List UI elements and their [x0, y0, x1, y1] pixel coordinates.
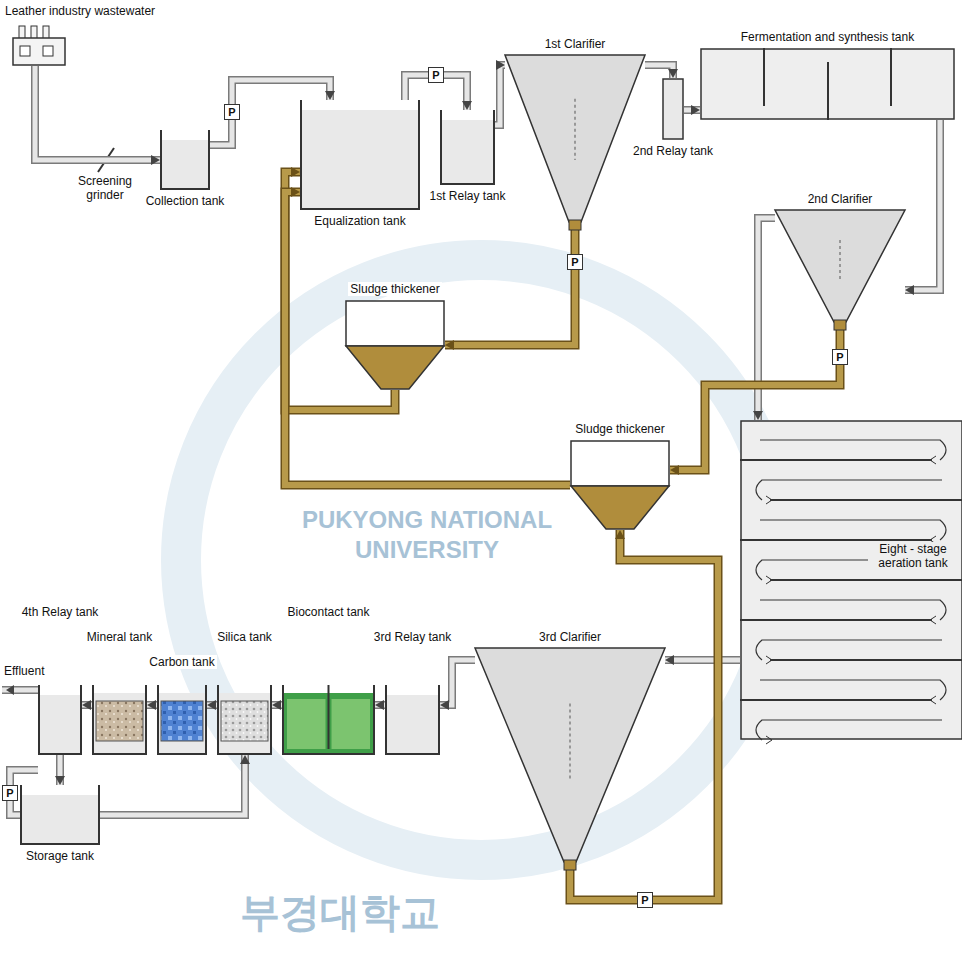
- tank-label: 3rd Clarifier: [537, 630, 603, 644]
- tank-label: Eight - stage aeration tank: [868, 542, 958, 570]
- tank-outline: [345, 300, 445, 390]
- water-pipe: [684, 105, 700, 115]
- pump-symbol: P: [428, 67, 444, 83]
- tank-unit: Collection tank: [160, 130, 210, 190]
- tank-unit: 3rd Relay tank: [385, 685, 440, 755]
- tank-outline: [662, 78, 684, 140]
- tank-label: Sludge thickener: [348, 282, 441, 296]
- tank-label: 1st Clarifier: [543, 37, 608, 51]
- water-pipe: [753, 218, 775, 420]
- tank-outline: [440, 110, 495, 185]
- water-pipe: [665, 655, 740, 665]
- pump-symbol: P: [832, 349, 848, 365]
- tank-unit: Equalization tank: [300, 100, 420, 210]
- tank-outline: [20, 785, 100, 845]
- tank-unit: 1st Clarifier: [505, 55, 645, 230]
- outlet-label: Effluent: [4, 664, 44, 678]
- tank-label: Mineral tank: [85, 630, 154, 644]
- tank-label: 2nd Clarifier: [806, 192, 875, 206]
- tank-unit: 2nd Relay tank: [662, 78, 684, 140]
- tank-label: Sludge thickener: [573, 422, 666, 436]
- tank-unit: 2nd Clarifier: [775, 210, 905, 330]
- tank-outline: [217, 685, 272, 755]
- tank-unit: Storage tank: [20, 785, 100, 845]
- tank-label: 4th Relay tank: [20, 605, 101, 619]
- watermark-text: 부경대학교: [220, 885, 460, 940]
- pump-symbol: P: [637, 892, 653, 908]
- water-pipe: [82, 700, 92, 710]
- water-pipe: [905, 120, 940, 295]
- water-pipe: [207, 700, 217, 710]
- tank-outline: [38, 685, 82, 755]
- tank-unit: 4th Relay tank: [38, 685, 82, 755]
- tank-unit: Biocontact tank: [282, 685, 375, 755]
- sludge-pipe: [285, 187, 570, 485]
- tank-unit: Silica tank: [217, 685, 272, 755]
- tank-outline: [157, 685, 207, 755]
- pump-symbol: P: [224, 104, 240, 120]
- tank-outline: [700, 48, 955, 120]
- water-pipe: [375, 700, 385, 710]
- tank-unit: 1st Relay tank: [440, 110, 495, 185]
- effluent-pipe: [2, 685, 38, 695]
- watermark-text: PUKYONG NATIONAL UNIVERSITY: [292, 505, 562, 565]
- water-pipe: [272, 700, 282, 710]
- tank-outline: [385, 685, 440, 755]
- tank-label: Equalization tank: [312, 214, 407, 228]
- tank-outline: [775, 210, 905, 330]
- tank-label: 3rd Relay tank: [372, 630, 453, 644]
- tank-outline: [300, 100, 420, 210]
- tank-label: Storage tank: [24, 849, 96, 863]
- tank-label: Collection tank: [144, 194, 227, 208]
- tank-label: Leather industry wastewater: [5, 4, 157, 18]
- tank-unit: Leather industry wastewater: [5, 4, 185, 66]
- water-pipe: [645, 65, 678, 78]
- tank-unit: Sludge thickener: [345, 300, 445, 390]
- tank-label: 1st Relay tank: [427, 189, 507, 203]
- water-pipe: [55, 755, 65, 785]
- tank-label: Carbon tank: [147, 655, 216, 669]
- tank-label: Biocontact tank: [285, 605, 371, 619]
- water-pipe: [495, 60, 505, 125]
- tank-unit: Mineral tank: [92, 685, 147, 755]
- tank-label: 2nd Relay tank: [631, 144, 715, 158]
- tank-unit: Fermentation and synthesis tank: [700, 48, 955, 120]
- tank-outline: [740, 420, 962, 740]
- water-pipe: [440, 660, 475, 710]
- pump-symbol: P: [2, 785, 18, 801]
- tank-outline: [570, 440, 670, 530]
- tank-label: Silica tank: [215, 630, 274, 644]
- pump-symbol: P: [567, 254, 583, 270]
- water-pipe: [100, 755, 250, 815]
- tank-unit: Sludge thickener: [570, 440, 670, 530]
- equipment-label: Screening grinder: [72, 174, 138, 202]
- tank-unit: Carbon tank: [157, 685, 207, 755]
- tank-outline: [505, 55, 645, 230]
- tank-outline: [160, 130, 210, 190]
- tank-label: Fermentation and synthesis tank: [739, 30, 916, 44]
- tank-outline: [475, 648, 665, 870]
- sludge-pipe: [445, 230, 575, 350]
- tank-unit: 3rd Clarifier: [475, 648, 665, 870]
- water-pipe: [147, 700, 157, 710]
- water-pipe: [35, 66, 160, 165]
- tank-outline: [92, 685, 147, 755]
- tank-unit: Eight - stage aeration tank: [740, 420, 962, 740]
- tank-outline: [282, 685, 375, 755]
